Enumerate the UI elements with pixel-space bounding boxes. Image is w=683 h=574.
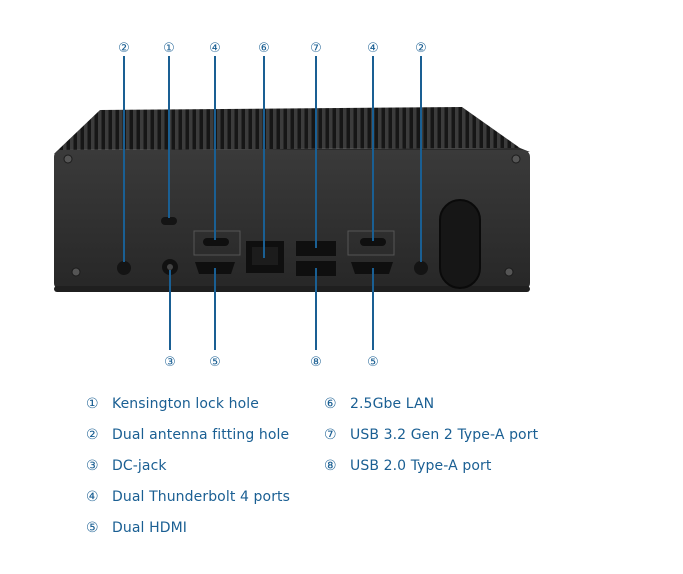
- thunderbolt-port: [203, 238, 229, 246]
- callout-hdmi-right: ⑤: [367, 355, 379, 370]
- device-diagram: ② ① ④ ⑥ ⑦ ④ ② ③ ⑤ ⑧ ⑤: [54, 41, 530, 370]
- heatsink-fins: [58, 107, 520, 150]
- legend-label: Dual HDMI: [112, 520, 187, 536]
- legend-item: ④ Dual Thunderbolt 4 ports: [86, 488, 290, 519]
- callout-lan: ⑥: [258, 41, 270, 56]
- thunderbolt-port: [360, 238, 386, 246]
- legend-label: Dual Thunderbolt 4 ports: [112, 489, 291, 505]
- legend-label: Kensington lock hole: [112, 396, 259, 412]
- legend-number: ⑥: [324, 396, 337, 412]
- callout-dc-jack: ③: [164, 355, 176, 370]
- kensington-lock-hole: [161, 217, 177, 225]
- legend-item: ① Kensington lock hole: [86, 395, 290, 426]
- callout-thunderbolt-left: ④: [209, 41, 221, 56]
- legend-number: ⑤: [86, 520, 99, 536]
- legend-item: ⑥ 2.5Gbe LAN: [324, 395, 538, 426]
- chassis-front: [54, 150, 530, 290]
- legend-number: ⑦: [324, 427, 337, 443]
- callout-hdmi-left: ⑤: [209, 355, 221, 370]
- legend-number: ③: [86, 458, 99, 474]
- legend-item: ⑤ Dual HDMI: [86, 519, 290, 550]
- legend-label: USB 2.0 Type-A port: [350, 458, 492, 474]
- callout-thunderbolt-right: ④: [367, 41, 379, 56]
- screw-icon: [63, 154, 521, 277]
- legend-number: ④: [86, 489, 99, 505]
- usb32-port: [296, 241, 336, 256]
- antenna-hole: [117, 261, 131, 275]
- legend-item: ⑧ USB 2.0 Type-A port: [324, 457, 538, 488]
- callout-usb32: ⑦: [310, 41, 322, 56]
- legend-label: Dual antenna fitting hole: [112, 427, 290, 443]
- legend-column-right: ⑥ 2.5Gbe LAN ⑦ USB 3.2 Gen 2 Type-A port…: [324, 395, 538, 488]
- legend-number: ⑧: [324, 458, 337, 474]
- legend-label: DC-jack: [112, 458, 167, 474]
- legend-column-left: ① Kensington lock hole ② Dual antenna fi…: [86, 395, 290, 550]
- antenna-hole: [414, 261, 428, 275]
- power-button: [439, 199, 481, 289]
- callout-usb20: ⑧: [310, 355, 322, 370]
- callout-kensington: ①: [163, 41, 175, 56]
- legend-label: USB 3.2 Gen 2 Type-A port: [350, 427, 539, 443]
- legend-number: ①: [86, 396, 99, 412]
- legend-item: ⑦ USB 3.2 Gen 2 Type-A port: [324, 426, 538, 457]
- callout-antenna-left: ②: [118, 41, 130, 56]
- legend-label: 2.5Gbe LAN: [350, 396, 435, 412]
- legend-item: ② Dual antenna fitting hole: [86, 426, 290, 457]
- callout-antenna-right: ②: [415, 41, 427, 56]
- legend-number: ②: [86, 427, 99, 443]
- legend-item: ③ DC-jack: [86, 457, 290, 488]
